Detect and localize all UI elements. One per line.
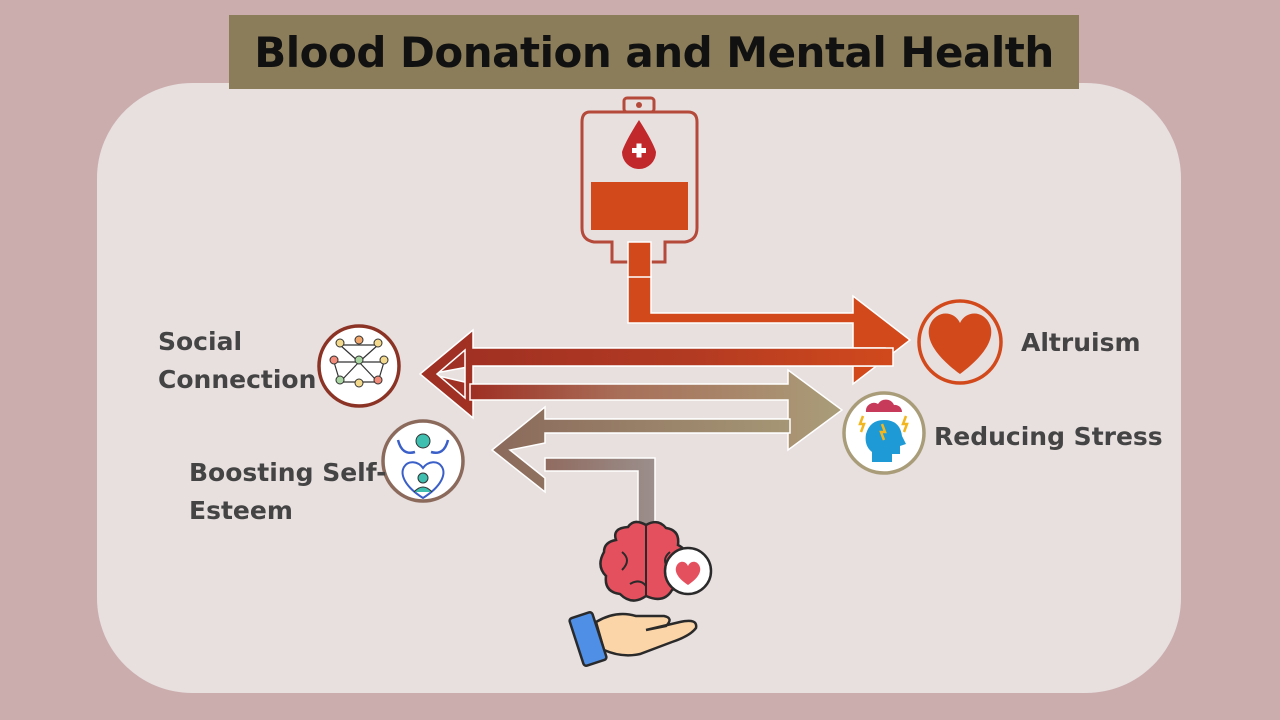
boosting-self-esteem-label-line2: Esteem	[189, 496, 293, 525]
arrow-brain-to-self-esteem	[544, 457, 656, 526]
title-bar: Blood Donation and Mental Health	[229, 15, 1079, 89]
stressed-head-icon	[842, 391, 926, 475]
blood-bag-icon	[580, 96, 699, 278]
altruism-label: Altruism	[1021, 328, 1141, 357]
reducing-stress-label: Reducing Stress	[934, 422, 1163, 451]
heart-icon	[917, 299, 1003, 385]
boosting-self-esteem-label-line1: Boosting Self-	[189, 458, 387, 487]
page-title: Blood Donation and Mental Health	[254, 27, 1054, 77]
social-connection-label-line1: Social	[158, 327, 243, 356]
arrow-to-boosting-self-esteem	[490, 405, 791, 494]
social-connection-label-line2: Connection	[158, 365, 317, 394]
self-love-icon	[381, 419, 465, 503]
people-network-icon	[317, 324, 401, 408]
brain-in-hand-icon	[568, 520, 713, 667]
arrow-blood-to-altruism	[472, 275, 912, 386]
